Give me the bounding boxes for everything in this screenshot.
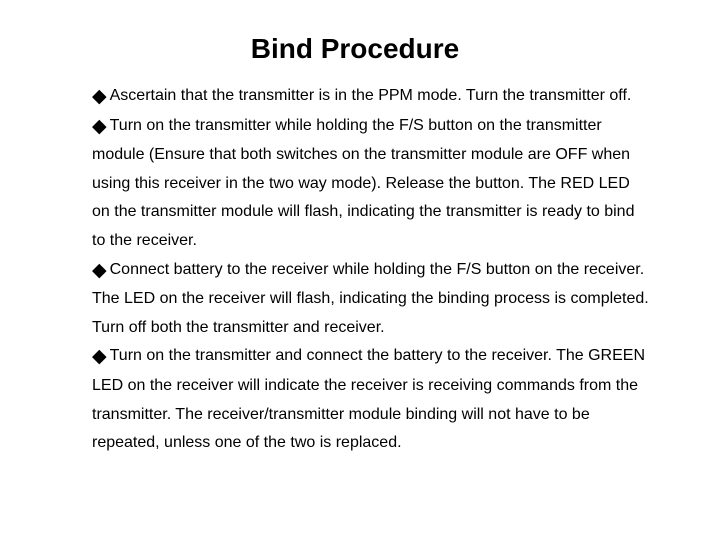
bullet-item: ◆Connect battery to the receiver while h… [92,256,692,343]
bullet-text: Turn on the transmitter while holding th… [92,116,635,249]
bullet-text: Connect battery to the receiver while ho… [92,260,649,336]
bullet-diamond-icon: ◆ [92,259,107,281]
slide-title: Bind Procedure [250,33,460,64]
slide-body-text-block: ◆Ascertain that the transmitter is in th… [92,82,692,458]
bullet-diamond-icon: ◆ [92,115,107,137]
bullet-item: ◆Turn on the transmitter and connect the… [92,342,692,457]
bullet-item: ◆Turn on the transmitter while holding t… [92,112,692,256]
bullet-item: ◆Ascertain that the transmitter is in th… [92,82,692,112]
bullet-diamond-icon: ◆ [92,346,107,368]
bullet-diamond-icon: ◆ [92,86,107,107]
bullet-text: Ascertain that the transmitter is in the… [109,87,632,104]
bullet-text: Turn on the transmitter and connect the … [92,347,646,452]
